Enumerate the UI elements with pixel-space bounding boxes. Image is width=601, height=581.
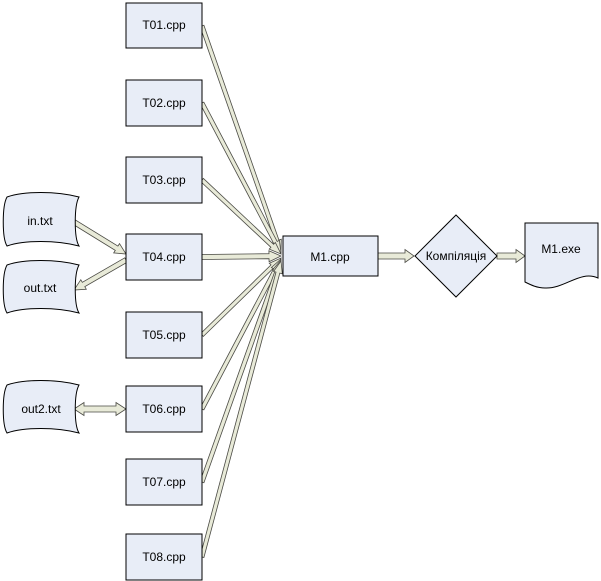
arrow-t04-to-main xyxy=(201,250,282,263)
main-file: M1.cpp xyxy=(282,235,379,277)
file-t07-label: T07.cpp xyxy=(142,475,186,489)
arrow-t04-to-out xyxy=(73,257,128,291)
arrow-out2-t06 xyxy=(73,401,127,417)
file-t03-label: T03.cpp xyxy=(142,173,186,187)
compile-step-label: Компіляція xyxy=(426,249,487,263)
file-t02-label: T02.cpp xyxy=(142,96,186,110)
file-t04: T04.cpp xyxy=(125,233,203,281)
data-file-out2-label: out2.txt xyxy=(21,402,61,416)
arrow-t03-to-main xyxy=(200,177,282,255)
data-file-out2: out2.txt xyxy=(2,380,81,434)
data-file-in-label: in.txt xyxy=(27,214,53,228)
file-t06: T06.cpp xyxy=(125,385,203,433)
arrows-layer xyxy=(72,24,526,558)
file-t04-label: T04.cpp xyxy=(142,250,186,264)
data-file-out-label: out.txt xyxy=(24,281,57,295)
file-t05-label: T05.cpp xyxy=(142,328,186,342)
exe-file: M1.exe xyxy=(524,222,599,289)
arrow-main-to-compile xyxy=(377,248,415,264)
arrow-t06-to-main xyxy=(199,257,282,411)
file-t03: T03.cpp xyxy=(125,156,203,204)
arrow-compile-to-exe xyxy=(496,248,526,264)
data-file-in: in.txt xyxy=(2,192,81,247)
file-t08-label: T08.cpp xyxy=(142,550,186,564)
arrow-t07-to-main xyxy=(199,258,282,484)
file-t08: T08.cpp xyxy=(125,533,203,581)
arrow-t02-to-main xyxy=(199,101,282,255)
data-file-out: out.txt xyxy=(2,260,81,314)
compile-step: Компіляція xyxy=(414,214,498,298)
file-t05: T05.cpp xyxy=(125,311,203,359)
file-t01-label: T01.cpp xyxy=(142,18,186,32)
exe-file-label: M1.exe xyxy=(541,242,581,256)
file-t01: T01.cpp xyxy=(125,2,203,49)
file-t07: T07.cpp xyxy=(125,458,203,506)
arrow-in-to-t04 xyxy=(72,219,127,255)
main-file-label: M1.cpp xyxy=(310,250,350,264)
arrow-t08-to-main xyxy=(199,259,283,558)
file-t06-label: T06.cpp xyxy=(142,402,186,416)
file-t02: T02.cpp xyxy=(125,79,203,127)
